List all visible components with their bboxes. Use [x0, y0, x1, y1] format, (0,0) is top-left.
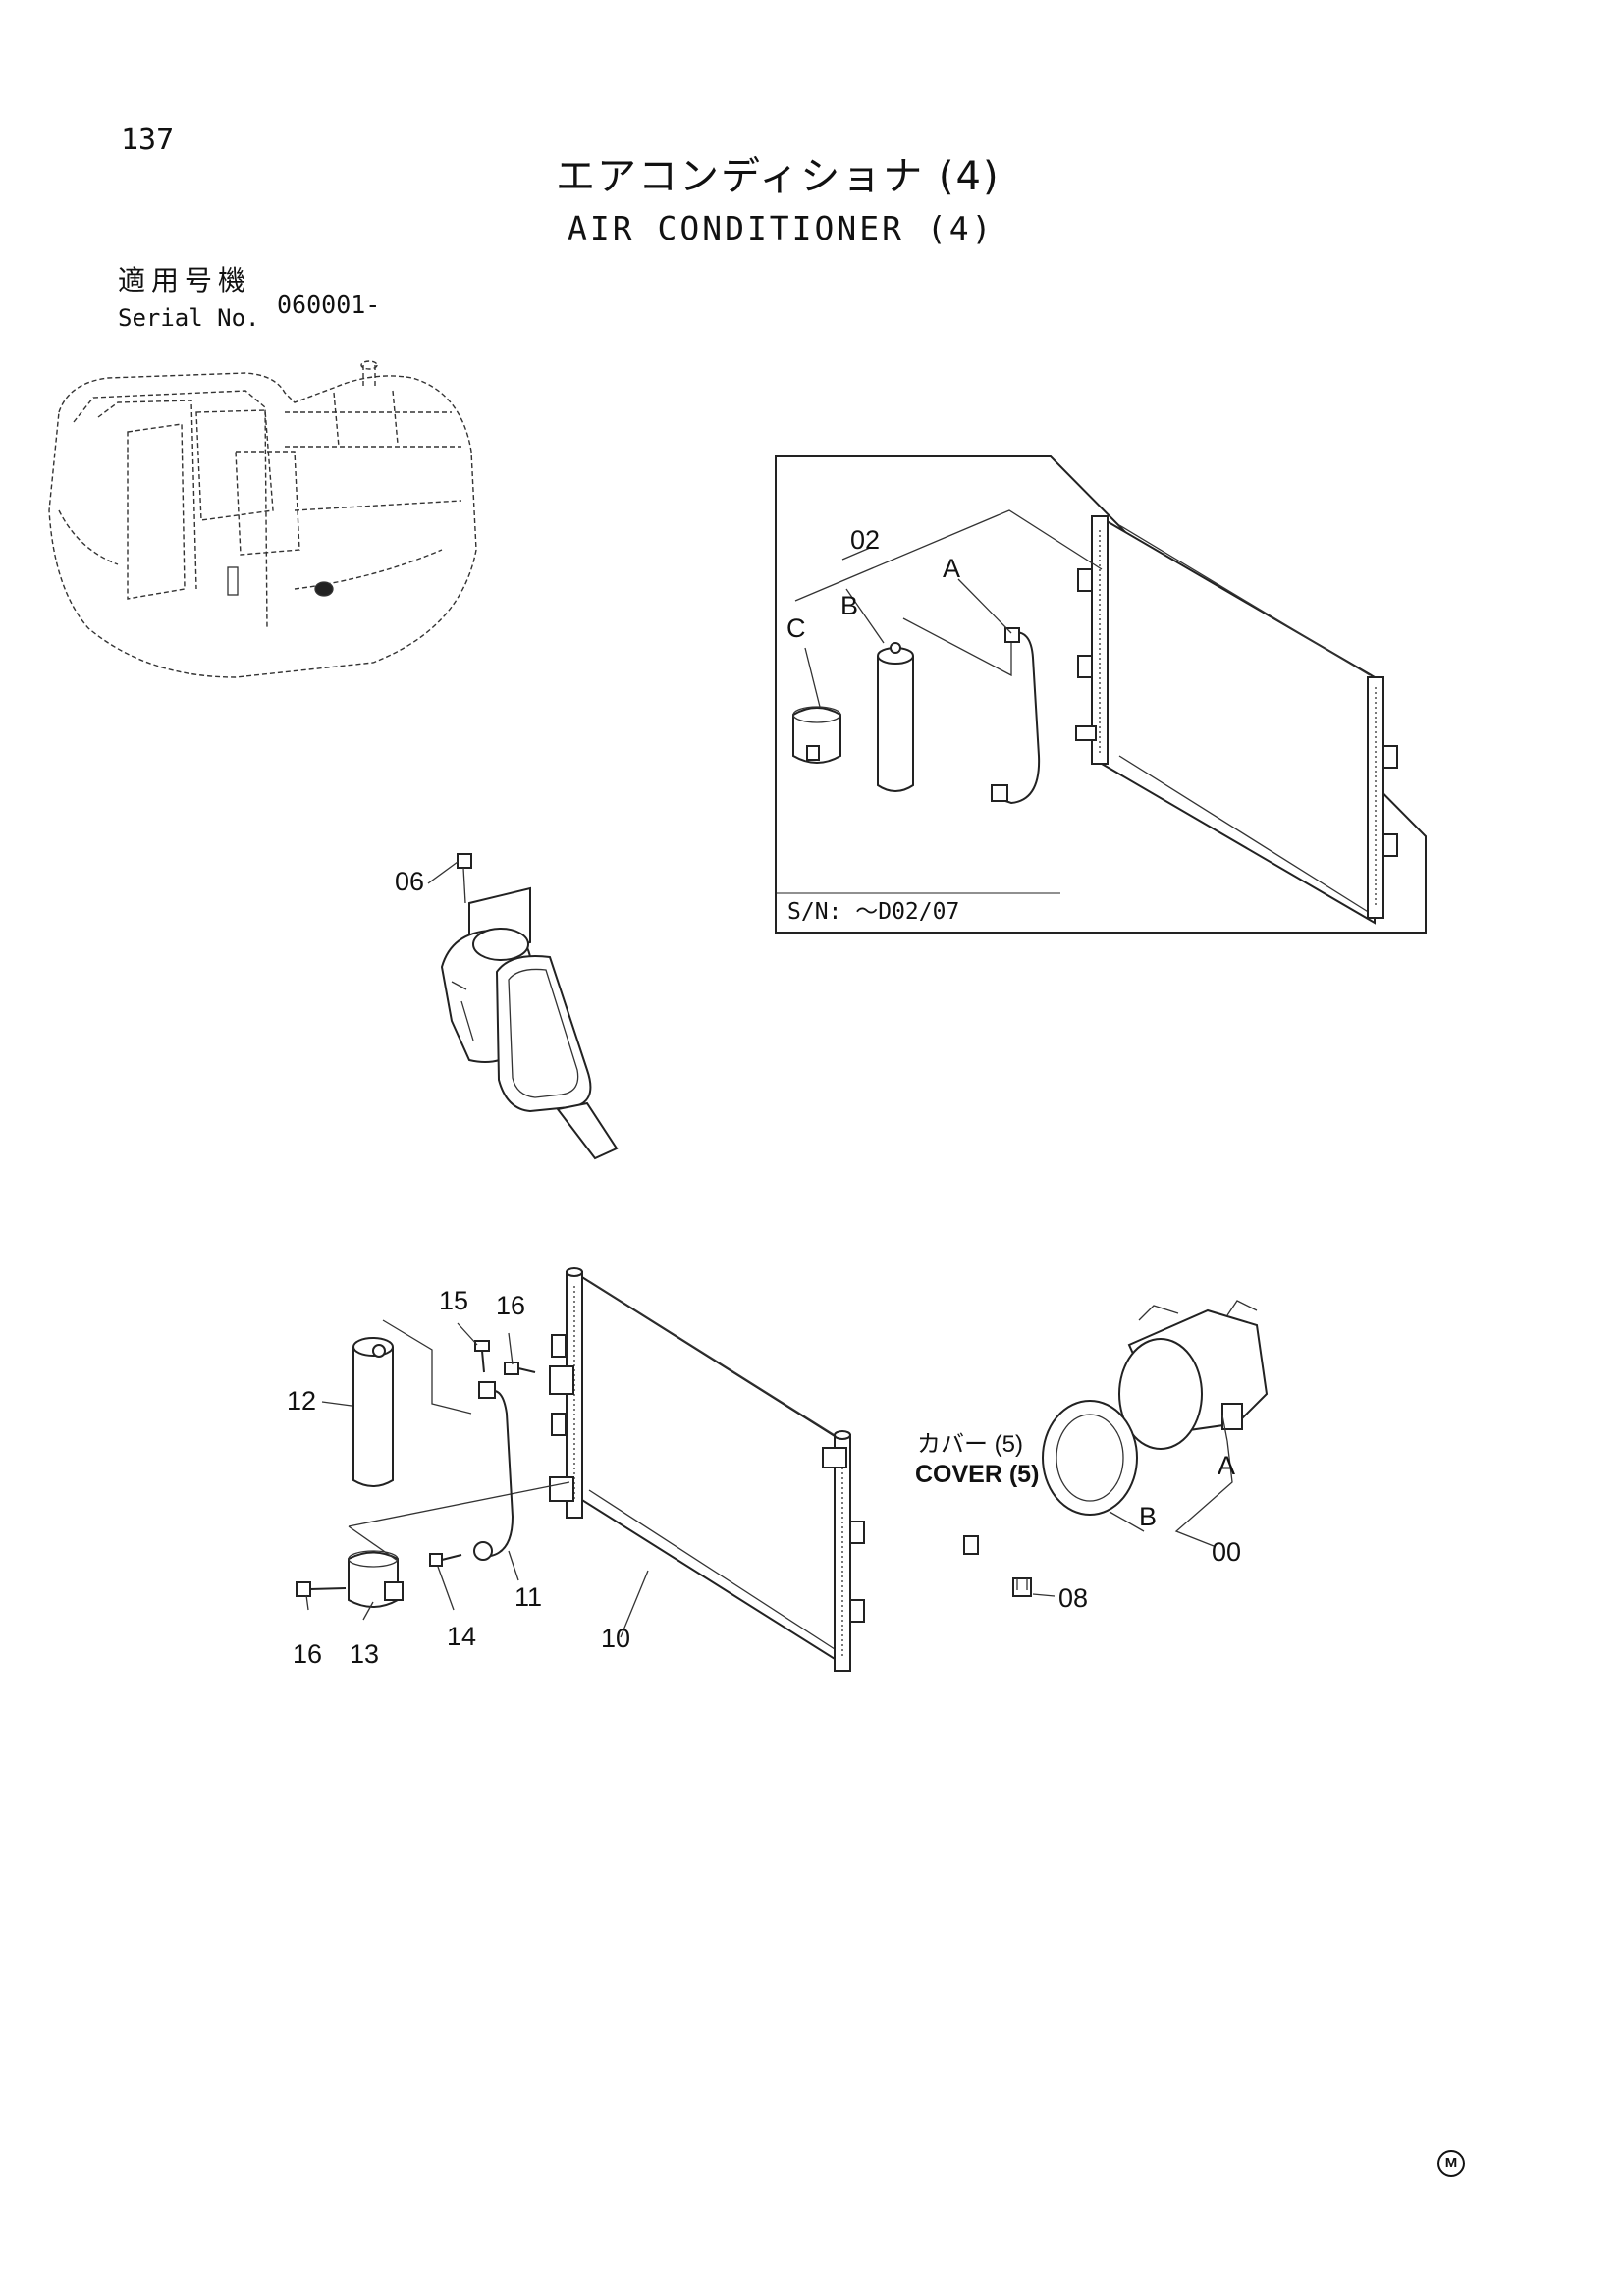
part-12-receiver-drier [352, 1319, 472, 1487]
callout-16-bottom: 16 [293, 1639, 323, 1669]
page-title-jp: エアコンディショナ (4) [556, 154, 1001, 199]
inset-receiver-drier [877, 617, 1012, 792]
inset-leader-lines [804, 547, 1012, 708]
bolt-15 [474, 1340, 490, 1373]
callout-00: 00 [1212, 1537, 1242, 1567]
inset-frame [775, 455, 1427, 934]
part-00-compressor [1042, 1300, 1269, 1516]
excavator-overview-illustration [48, 360, 477, 678]
part-13-bracket [348, 1481, 570, 1608]
serial-label-jp: 適用号機 [118, 264, 252, 296]
callout-inset-b: B [840, 591, 859, 620]
callout-inset-a: A [943, 554, 961, 583]
inset-bracket [792, 706, 841, 764]
callout-15: 15 [439, 1286, 469, 1315]
cover-label-jp: カバー (5) [917, 1431, 1023, 1458]
bolt-16-top [504, 1362, 536, 1375]
bolt-14 [429, 1553, 462, 1567]
part-08-cover [963, 1535, 1032, 1597]
inset-hose [991, 627, 1041, 805]
cover-label-en: COVER (5) [915, 1461, 1040, 1488]
callout-10: 10 [601, 1624, 631, 1653]
inset-leader-02 [794, 509, 1103, 602]
callout-06: 06 [395, 867, 425, 896]
callout-16-top: 16 [496, 1291, 526, 1320]
bolts [296, 1340, 536, 1597]
page-title-en: AIR CONDITIONER (4) [568, 209, 995, 247]
part-11-hose [473, 1381, 514, 1561]
callout-leaders [305, 861, 1233, 1638]
callout-compressor-a: A [1218, 1451, 1236, 1480]
callout-08: 08 [1058, 1583, 1089, 1613]
part-10-condenser [549, 1267, 865, 1672]
callout-14: 14 [447, 1622, 477, 1651]
serial-label-en: Serial No. [118, 304, 260, 332]
page-number: 137 [121, 123, 175, 157]
callout-inset-02: 02 [850, 525, 881, 555]
callout-12: 12 [287, 1386, 317, 1415]
callout-inset-c: C [786, 614, 806, 643]
m-mark: M [1437, 2150, 1465, 2177]
inset-serial-note: S/N: ～D02/07 [787, 899, 960, 925]
part-06-intake-assembly [440, 853, 619, 1160]
callout-13: 13 [350, 1639, 380, 1669]
bolt-16-bottom [296, 1581, 347, 1597]
serial-value: 060001- [277, 291, 381, 319]
inset-condenser [1075, 515, 1398, 925]
callout-11: 11 [514, 1582, 543, 1612]
callout-compressor-b: B [1139, 1502, 1158, 1531]
